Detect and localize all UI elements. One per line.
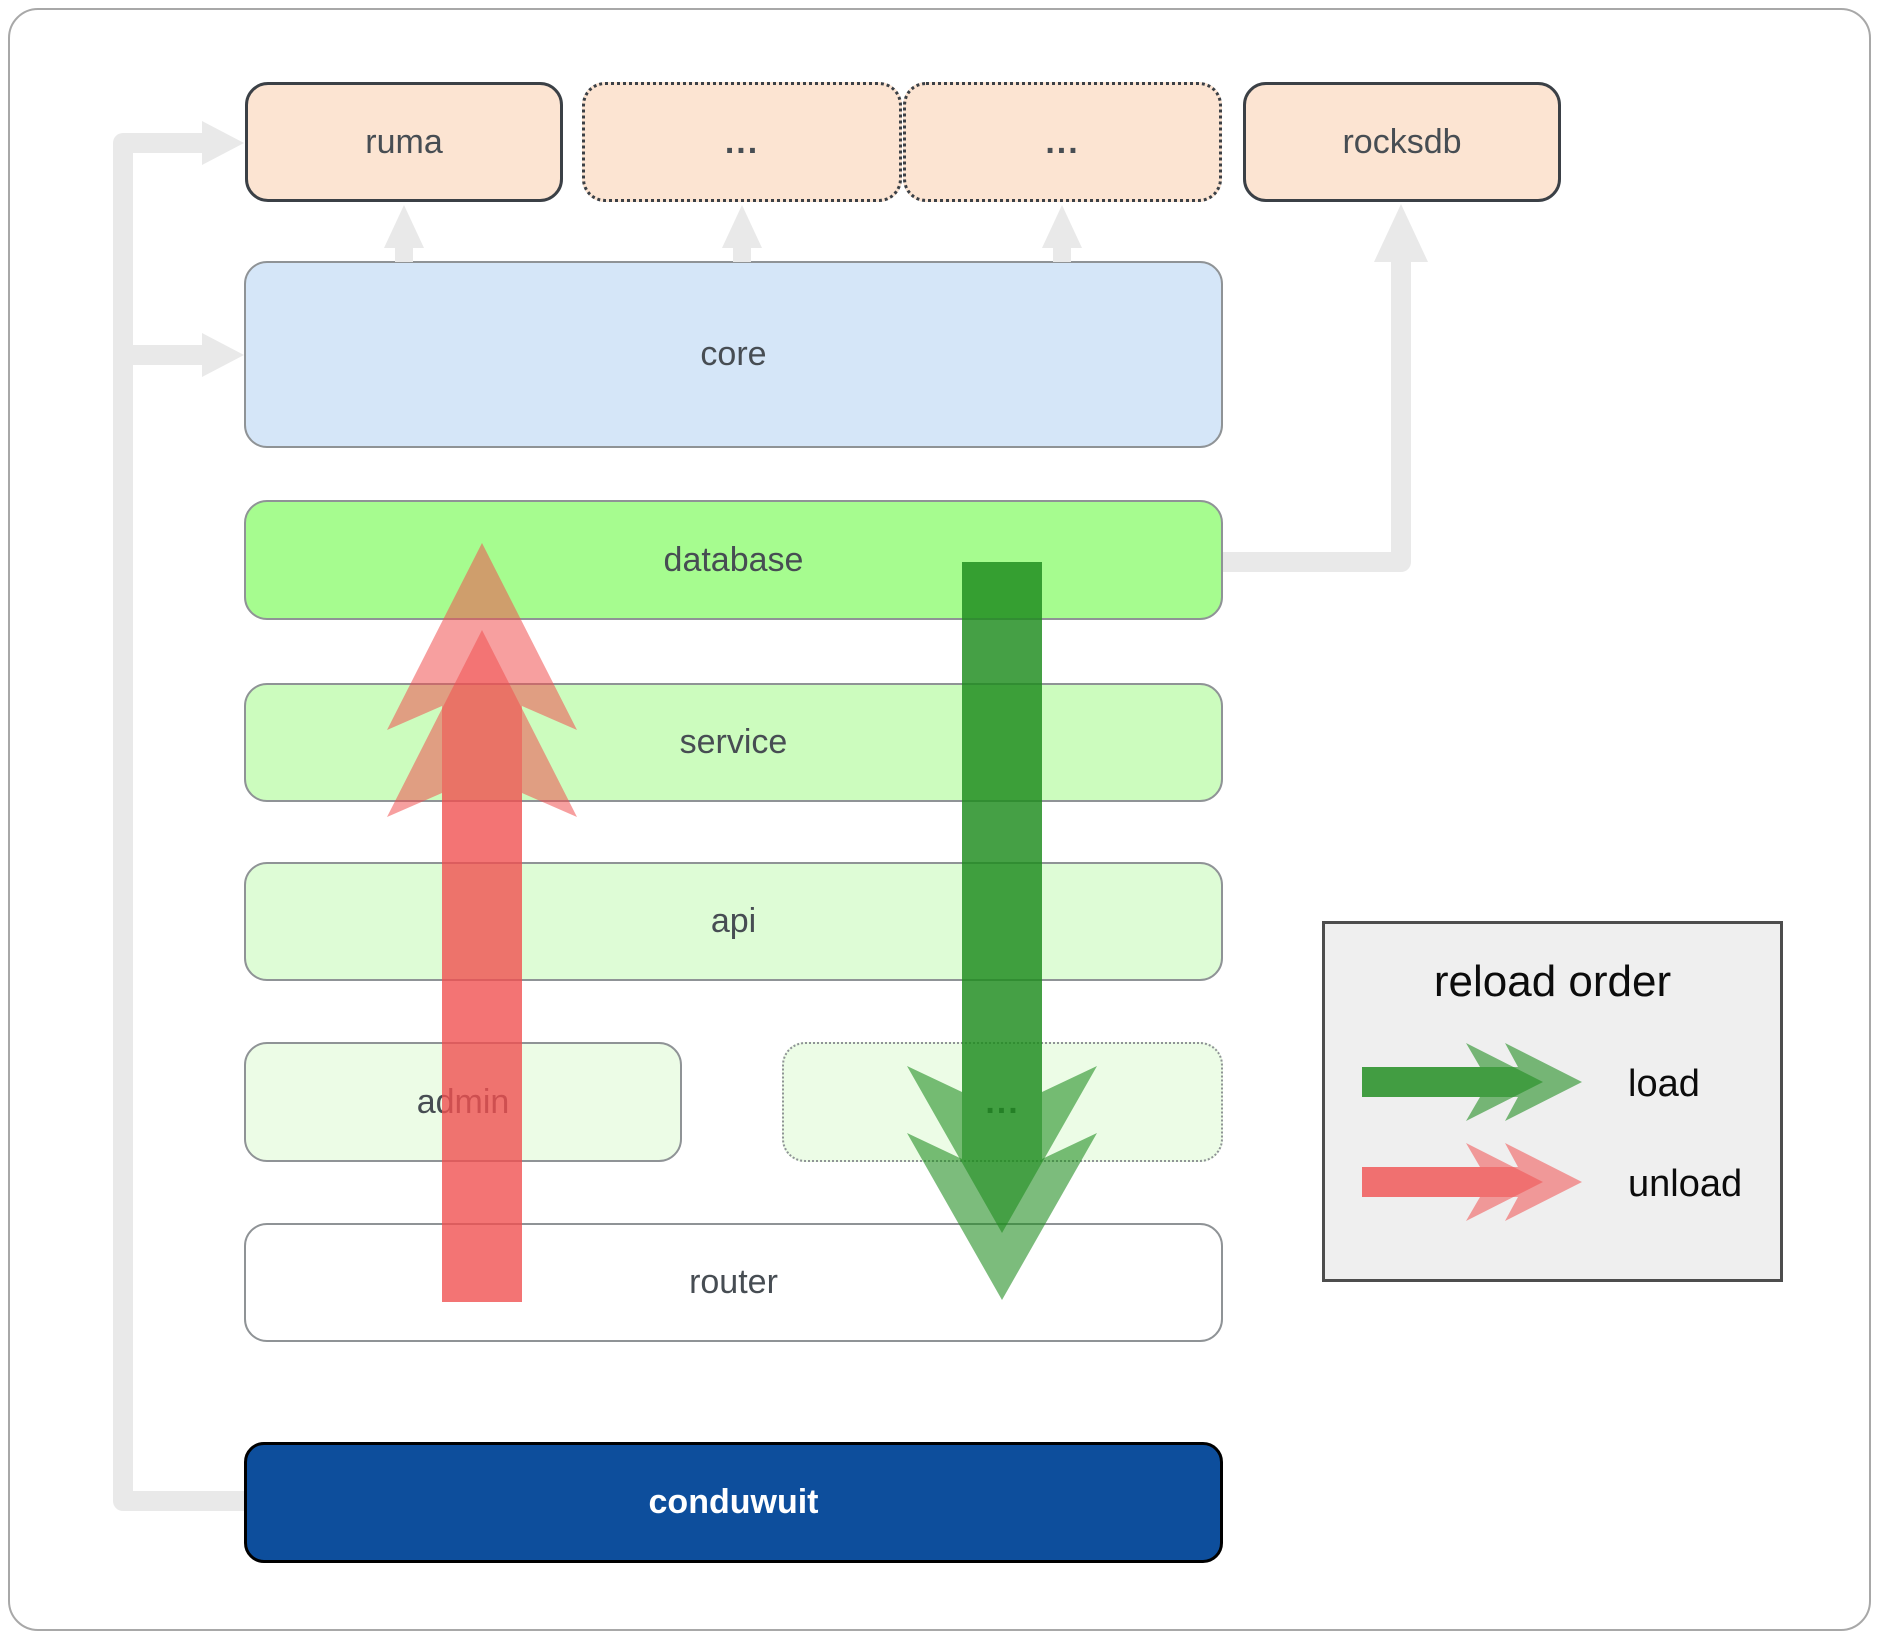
node-other-dependency-1: ... <box>582 82 902 202</box>
node-other-dependency-1-label: ... <box>724 122 760 161</box>
diagram-outer-frame <box>8 8 1871 1631</box>
node-conduwuit: conduwuit <box>244 1442 1223 1563</box>
node-database: database <box>244 500 1223 620</box>
node-other-service-label: ... <box>985 1082 1020 1121</box>
node-api-label: api <box>710 902 757 940</box>
node-rocksdb-label: rocksdb <box>1342 122 1462 161</box>
node-router: router <box>244 1223 1223 1342</box>
node-database-label: database <box>663 540 804 579</box>
node-ruma: ruma <box>245 82 563 202</box>
node-service: service <box>244 683 1223 802</box>
node-other-dependency-2: ... <box>903 82 1222 202</box>
node-core: core <box>244 261 1223 448</box>
node-conduwuit-label: conduwuit <box>648 1483 819 1521</box>
legend-load-label: load <box>1628 1063 1700 1105</box>
node-service-label: service <box>679 723 788 761</box>
node-admin: admin <box>244 1042 682 1162</box>
legend-reload-order: reload order load unload <box>1322 921 1783 1282</box>
node-admin-label: admin <box>416 1082 510 1121</box>
node-other-dependency-2-label: ... <box>1045 122 1080 161</box>
node-api: api <box>244 862 1223 981</box>
node-other-service: ... <box>782 1042 1223 1162</box>
legend-unload-label: unload <box>1628 1163 1743 1205</box>
node-core-label: core <box>700 335 767 373</box>
node-router-label: router <box>689 1263 778 1301</box>
legend-title: reload order <box>1433 957 1672 1006</box>
node-ruma-label: ruma <box>365 122 443 161</box>
node-rocksdb: rocksdb <box>1243 82 1561 202</box>
